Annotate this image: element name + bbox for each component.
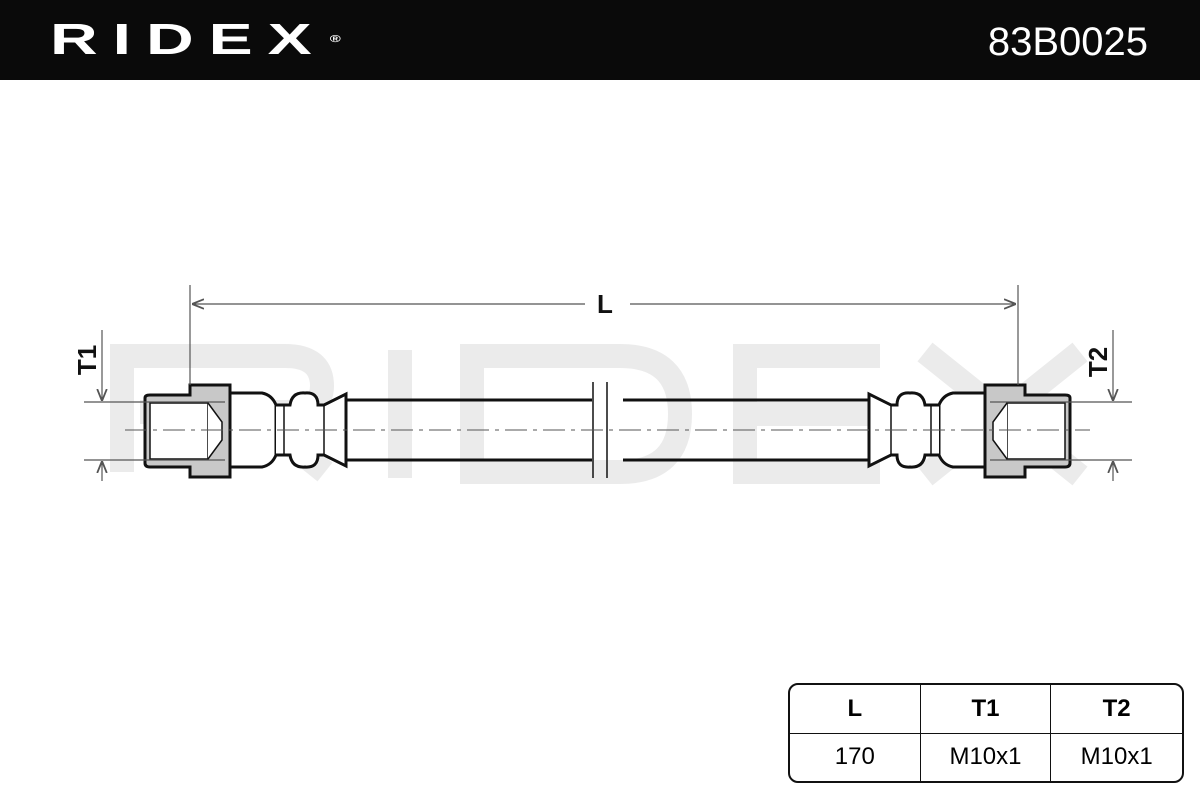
header-bar: RIDEX® 83B0025 <box>0 0 1200 80</box>
registered-mark: ® <box>329 34 341 45</box>
dimension-label-t1: T1 <box>72 345 102 375</box>
table-header-row: L T1 T2 <box>790 685 1182 734</box>
value-cell: 170 <box>790 733 921 781</box>
part-number: 83B0025 <box>987 20 1148 64</box>
brand-logo: RIDEX® <box>50 18 341 62</box>
header-cell: T2 <box>1051 685 1182 734</box>
dimension-label-t2: T2 <box>1083 347 1113 377</box>
brand-text: RIDEX <box>50 15 327 64</box>
dimension-label-l: L <box>597 289 613 319</box>
header-cell: L <box>790 685 921 734</box>
table-row: 170 M10x1 M10x1 <box>790 733 1182 781</box>
header-cell: T1 <box>920 685 1052 734</box>
spec-table: L T1 T2 170 M10x1 M10x1 <box>788 683 1184 783</box>
value-cell: M10x1 <box>921 733 1052 781</box>
hose-technical-drawing: L T1 T2 <box>72 285 1132 486</box>
value-cell: M10x1 <box>1080 743 1153 771</box>
